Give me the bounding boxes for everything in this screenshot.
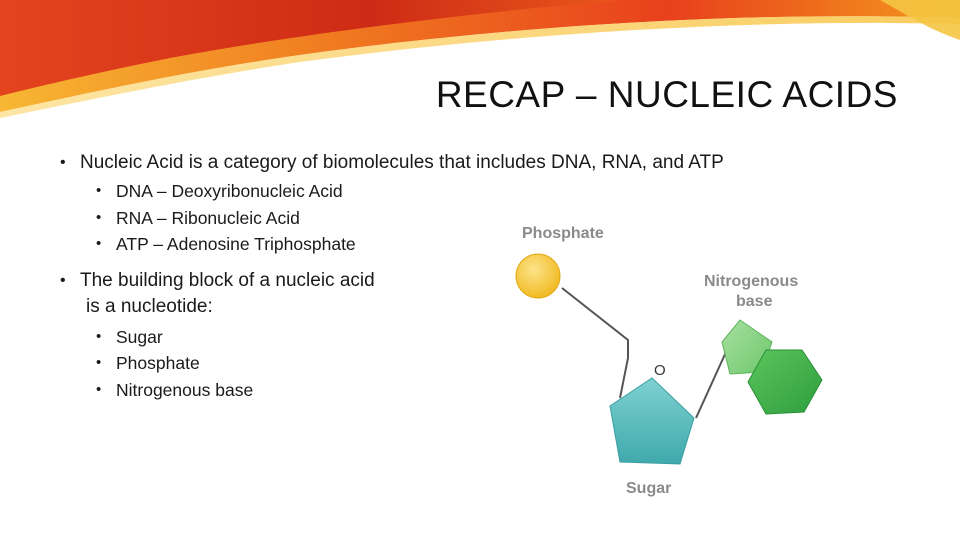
sub-bullet-item: RNA – Ribonucleic Acid [96, 205, 878, 232]
bullet-item: The building block of a nucleic acid is … [58, 268, 878, 320]
bullet-list: Nucleic Acid is a category of biomolecul… [58, 150, 878, 403]
sub-bullet-item: Nitrogenous base [96, 377, 878, 404]
sub-bullet-item: Phosphate [96, 350, 878, 377]
decorative-banner [0, 0, 960, 118]
bullet-text: Nucleic Acid is a category of biomolecul… [80, 152, 724, 173]
base-ring-dark [747, 349, 823, 415]
bullet-item: Nucleic Acid is a category of biomolecul… [58, 150, 878, 176]
sub-bullet-item: DNA – Deoxyribonucleic Acid [96, 178, 878, 205]
phosphate-shape [515, 253, 561, 299]
sugar-label: Sugar [626, 480, 671, 497]
oxygen-label: O [654, 362, 666, 379]
bullet-text: The building block of a nucleic acid [80, 269, 375, 291]
base-ring-light [721, 319, 773, 375]
slide-title: RECAP – NUCLEIC ACIDS [435, 74, 898, 115]
phosphate-bond [561, 287, 629, 399]
sub-bullet-item: Sugar [96, 324, 878, 351]
nitrogenous-label: Nitrogenous [704, 273, 798, 290]
base-label: base [736, 293, 773, 310]
sub-bullet-item: ATP – Adenosine Triphosphate [96, 231, 878, 258]
sugar-shape [609, 377, 695, 465]
bullet-text-continued: is a nucleotide: [86, 295, 213, 317]
base-bond [695, 351, 727, 419]
phosphate-label: Phosphate [522, 225, 604, 242]
nucleotide-diagram: Phosphate Nitrogenous base O Sugar [515, 225, 823, 497]
